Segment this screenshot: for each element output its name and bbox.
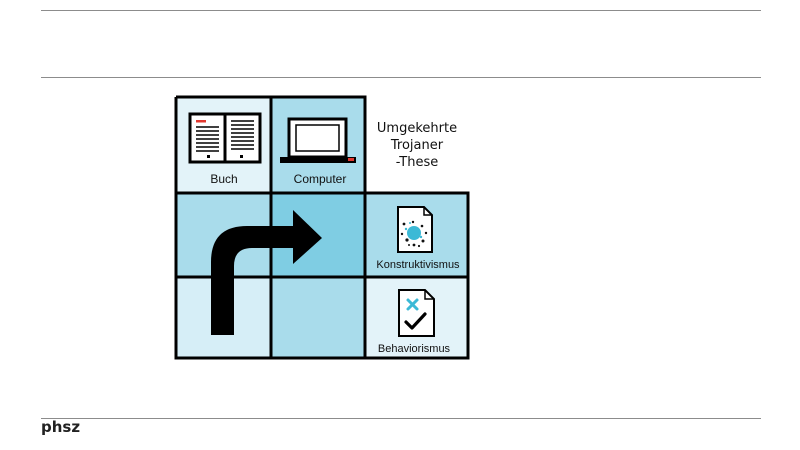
turn-arrow-icon [211, 210, 322, 335]
diagram-title: Umgekehrte Trojaner -These [372, 120, 462, 171]
cell-bottom-center [271, 277, 365, 358]
header-divider [41, 77, 761, 78]
top-divider [41, 10, 761, 11]
document-check-icon [398, 289, 435, 337]
book-label: Buch [210, 172, 237, 186]
computer-label: Computer [294, 172, 347, 186]
laptop-icon [280, 117, 356, 163]
behaviorism-label: Behaviorismus [378, 343, 451, 355]
title-line-2: Trojaner [390, 138, 444, 153]
brand-logo: phsz [41, 418, 81, 436]
footer-divider [41, 418, 761, 419]
document-splash-icon [397, 206, 433, 253]
title-line-3: -These [395, 155, 439, 170]
constructivism-label: Konstruktivismus [376, 259, 460, 271]
title-line-1: Umgekehrte [376, 121, 458, 136]
book-icon [188, 112, 262, 164]
